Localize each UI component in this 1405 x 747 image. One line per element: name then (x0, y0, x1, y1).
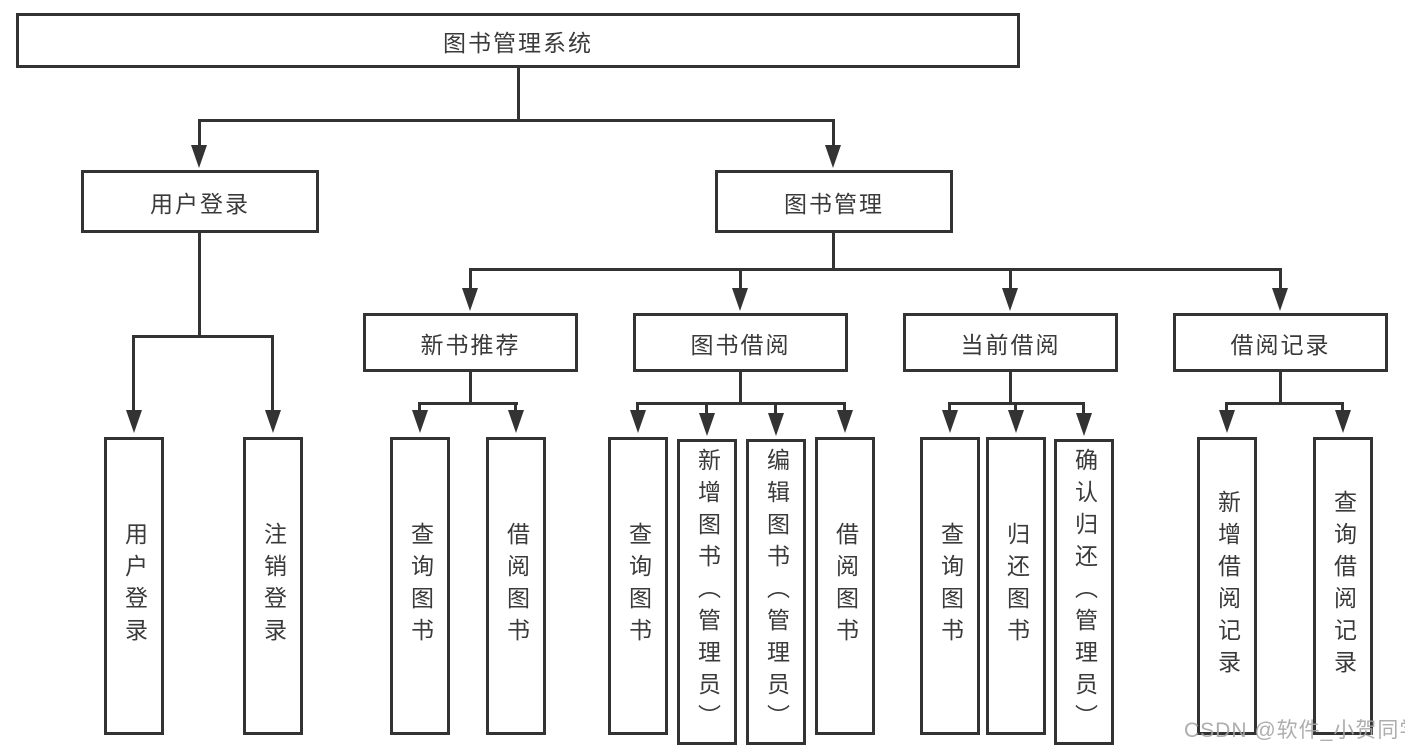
connector-group-vertical (739, 372, 742, 405)
leaf-label: 借阅图书 (832, 522, 859, 650)
leaf-label: 查询图书 (625, 522, 652, 650)
connector-drop-leaf (948, 402, 951, 412)
leaf-label: 新增借阅记录 (1214, 490, 1241, 682)
leaf-add-borrow-record: 新增借阅记录 (1197, 437, 1257, 735)
arrow-down-icon (1219, 410, 1235, 433)
node-label: 当前借阅 (960, 331, 1061, 358)
connector-drop-leaf (1341, 402, 1344, 412)
leaf-borrow-books-borrowing: 借阅图书 (815, 437, 875, 735)
arrow-down-icon (1272, 288, 1288, 311)
node-current-borrowing: 当前借阅 (903, 313, 1118, 372)
leaf-return-books: 归还图书 (986, 437, 1046, 735)
arrow-down-icon (126, 410, 142, 433)
leaf-label: 归还图书 (1003, 522, 1030, 650)
leaf-confirm-return-admin: 确认归还（管理员） (1054, 439, 1114, 745)
connector-user-login-horizontal (132, 335, 274, 338)
leaf-query-borrow-record: 查询借阅记录 (1313, 437, 1373, 735)
node-user-login: 用户登录 (81, 170, 319, 233)
leaf-label: 新增图书（管理员） (694, 448, 721, 736)
connector-drop-leaf (1225, 402, 1228, 412)
connector-group-vertical (1279, 372, 1282, 405)
arrow-down-icon (1076, 413, 1092, 436)
connector-drop-leaf (705, 402, 708, 414)
arrow-down-icon (1008, 410, 1024, 433)
leaf-logout-login: 注销登录 (243, 437, 303, 735)
leaf-borrow-books-recommend: 借阅图书 (486, 437, 546, 735)
node-label: 图书管理系统 (443, 29, 593, 56)
connector-book-management-horizontal (469, 268, 1282, 271)
connector-root-horizontal (198, 119, 835, 122)
node-borrowing-records: 借阅记录 (1173, 313, 1388, 372)
arrow-down-icon (1002, 288, 1018, 311)
node-book-borrowing: 图书借阅 (633, 313, 848, 372)
leaf-label: 确认归还（管理员） (1071, 448, 1098, 736)
leaf-add-books-admin: 新增图书（管理员） (677, 439, 737, 745)
arrow-down-icon (191, 145, 207, 168)
arrow-down-icon (942, 410, 958, 433)
node-label: 图书借阅 (690, 331, 791, 358)
connector-drop-leaf (1014, 402, 1017, 412)
connector-group-vertical (469, 372, 472, 405)
node-library-management-system: 图书管理系统 (16, 13, 1020, 68)
arrow-down-icon (825, 145, 841, 168)
node-book-management: 图书管理 (715, 170, 953, 233)
node-new-book-recommendation: 新书推荐 (363, 313, 578, 372)
arrow-down-icon (699, 413, 715, 436)
connector-user-login-vertical (198, 233, 201, 337)
arrow-down-icon (837, 410, 853, 433)
connector-drop-leaf (774, 402, 777, 414)
connector-drop-group (1009, 268, 1012, 290)
node-label: 新书推荐 (420, 331, 521, 358)
connector-drop-group (469, 268, 472, 290)
connector-group-horizontal (418, 402, 518, 405)
connector-root-vertical (517, 66, 520, 121)
leaf-label: 编辑图书（管理员） (763, 448, 790, 736)
connector-group-horizontal (1225, 402, 1344, 405)
arrow-down-icon (768, 413, 784, 436)
connector-drop-leaf (636, 402, 639, 412)
arrow-down-icon (732, 288, 748, 311)
arrow-down-icon (462, 288, 478, 311)
node-label: 图书管理 (784, 190, 884, 217)
connector-group-vertical (1009, 372, 1012, 405)
leaf-query-books-borrowing: 查询图书 (608, 437, 668, 735)
connector-drop-leaf (271, 335, 274, 412)
leaf-query-books-current: 查询图书 (920, 437, 980, 735)
arrow-down-icon (1335, 410, 1351, 433)
leaf-label: 查询图书 (937, 522, 964, 650)
arrow-down-icon (265, 410, 281, 433)
node-label: 用户登录 (150, 190, 250, 217)
leaf-label: 借阅图书 (503, 522, 530, 650)
connector-book-management-vertical (832, 233, 835, 270)
connector-drop-leaf (1082, 402, 1085, 414)
watermark-csdn: CSDN @软件_小贺同学 (1184, 719, 1405, 742)
leaf-user-login: 用户登录 (104, 437, 164, 735)
connector-drop-group (739, 268, 742, 290)
leaf-label: 注销登录 (260, 522, 287, 650)
leaf-label: 查询借阅记录 (1330, 490, 1357, 682)
arrow-down-icon (630, 410, 646, 433)
leaf-label: 用户登录 (121, 522, 148, 650)
connector-drop-leaf (514, 402, 517, 412)
leaf-label: 查询图书 (407, 522, 434, 650)
connector-group-horizontal (636, 402, 846, 405)
connector-drop-group (1279, 268, 1282, 290)
leaf-query-books-recommend: 查询图书 (390, 437, 450, 735)
connector-drop-user-login (198, 119, 201, 149)
connector-drop-leaf (843, 402, 846, 412)
arrow-down-icon (508, 410, 524, 433)
arrow-down-icon (412, 410, 428, 433)
node-label: 借阅记录 (1230, 331, 1331, 358)
connector-drop-leaf (418, 402, 421, 412)
connector-drop-leaf (132, 335, 135, 412)
leaf-edit-books-admin: 编辑图书（管理员） (746, 439, 806, 745)
connector-drop-book-management (832, 119, 835, 149)
